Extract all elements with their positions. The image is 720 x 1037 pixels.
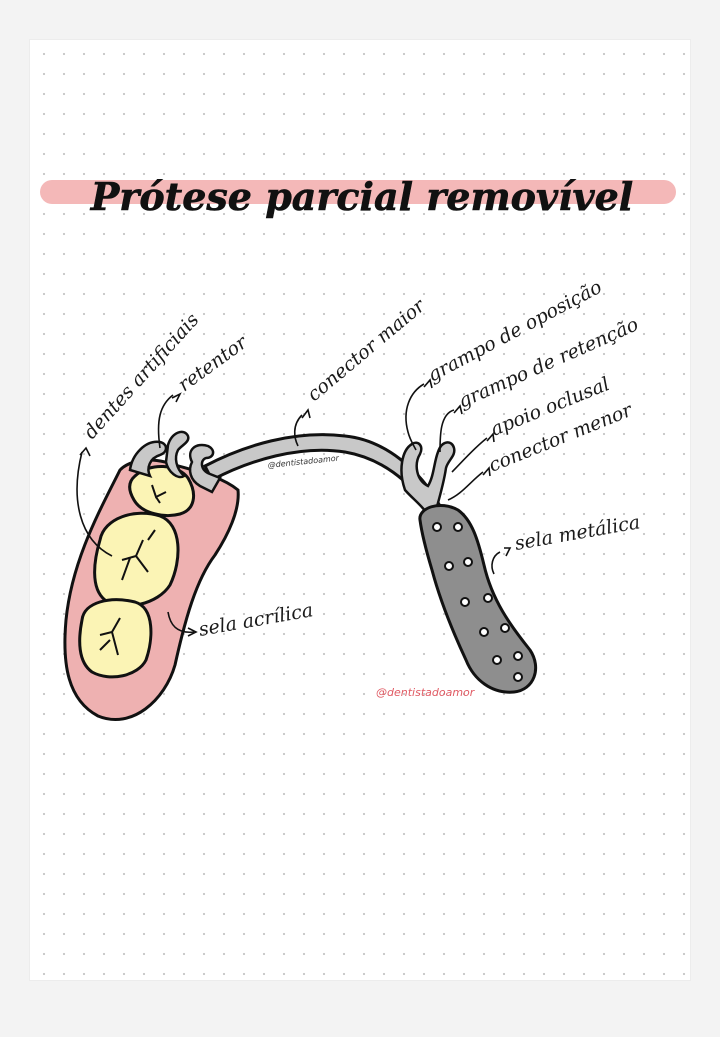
minor-connector xyxy=(400,441,456,514)
tooth-grooves xyxy=(99,484,167,656)
metal-saddle xyxy=(418,504,538,694)
bottom-credit: @dentistadoamor xyxy=(376,686,476,699)
artificial-tooth-3 xyxy=(78,598,153,679)
label-conector-maior: conector maior xyxy=(303,294,431,406)
retainer-clasp-right-of-teeth xyxy=(188,443,222,494)
page-title: Prótese parcial removível xyxy=(90,174,634,219)
arrow-heads xyxy=(79,378,512,637)
metal-saddle-holes xyxy=(432,522,523,682)
retainer-clasp-left xyxy=(128,430,190,479)
leader-lines xyxy=(76,383,501,634)
label-sela-metalica: sela metálica xyxy=(513,511,642,555)
title-highlight xyxy=(40,180,676,204)
artificial-tooth-2 xyxy=(93,511,180,608)
label-sela-acrilica: sela acrílica xyxy=(197,599,315,641)
